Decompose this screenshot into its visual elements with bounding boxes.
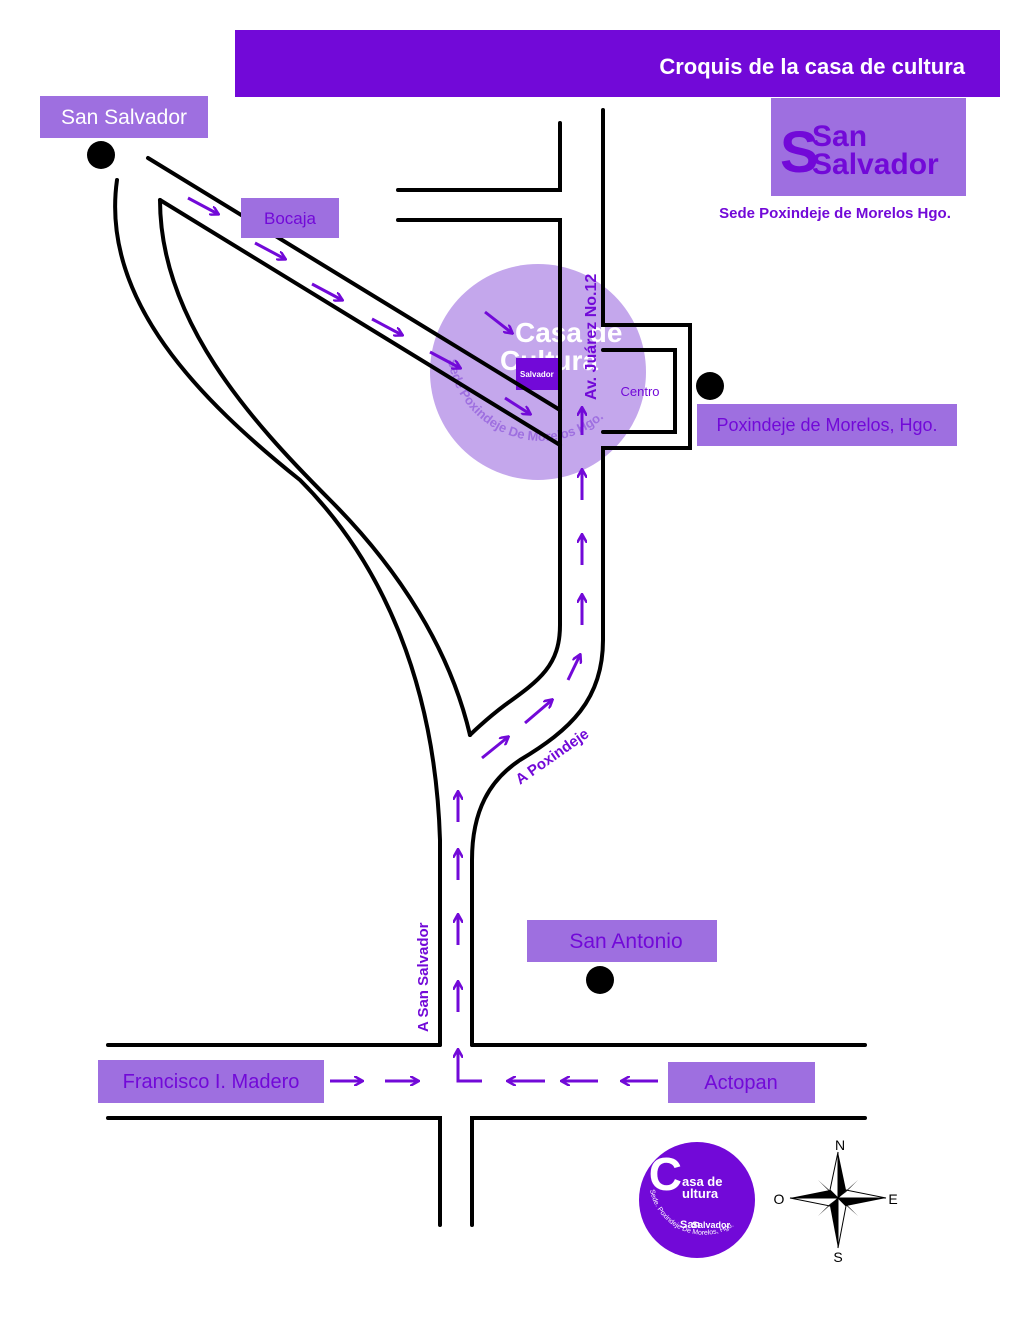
casa-marker-text: Salvador [520,370,554,379]
francisco-madero-label: Francisco I. Madero [123,1071,300,1093]
san-salvador-dot [87,141,115,169]
actopan-label-box [668,1062,815,1103]
header-title: Croquis de la casa de cultura [659,54,965,79]
route-arrow [566,655,580,681]
san-antonio-label: San Antonio [569,930,682,953]
san-antonio-dot [586,966,614,994]
bottom-logo-salvador: Salvador [692,1220,731,1230]
route-arrows [187,196,658,1081]
compass-rose: N S E O [774,1137,898,1265]
poxindeje-label: Poxindeje de Morelos, Hgo. [716,415,937,435]
casa-marker [516,358,562,390]
compass-e: E [888,1191,897,1207]
brand-logo-s: S [780,120,819,185]
watermark-casa: Casa de [515,317,622,348]
roads [106,108,867,1227]
brand-logo-box [771,98,966,196]
bottom-logo-c: C [649,1148,682,1200]
route-arrow [371,317,402,335]
route-arrow [311,282,342,300]
francisco-madero-label-box [98,1060,324,1103]
san-salvador-label-box [40,96,208,138]
header-bar [235,30,1000,97]
route-arrow [429,350,460,368]
bottom-logo: C asa de ultura San Salvador Sede. Poxin… [639,1142,755,1258]
av-juarez-label: Av. Juárez No.12 [583,274,600,400]
brand-logo-line2: Salvador [812,148,939,181]
brand-logo-line1: San [812,120,867,153]
route-arrow [524,700,552,725]
route-arrow [187,196,218,214]
actopan-label: Actopan [704,1072,777,1094]
bottom-logo-san: San [680,1219,700,1231]
san-salvador-label: San Salvador [61,106,187,129]
turn-arrow [458,1050,482,1083]
bottom-logo-cultura: ultura [682,1186,719,1201]
a-san-salvador-label: A San Salvador [415,922,432,1032]
route-arrow [504,396,530,414]
compass-s: S [833,1249,842,1265]
route-arrow [254,241,285,259]
brand-subtitle: Sede Poxindeje de Morelos Hgo. [719,205,951,222]
poxindeje-label-box [697,404,957,446]
compass-n: N [835,1137,845,1153]
route-arrow [481,737,508,760]
bocaja-label-box [241,198,339,238]
centro-label: Centro [620,384,659,399]
route-arrow [484,310,512,333]
compass-o: O [774,1191,785,1207]
bottom-logo-casa: asa de [682,1174,722,1189]
bocaja-label: Bocaja [264,209,317,228]
san-antonio-label-box [527,920,717,962]
poxindeje-dot [696,372,724,400]
